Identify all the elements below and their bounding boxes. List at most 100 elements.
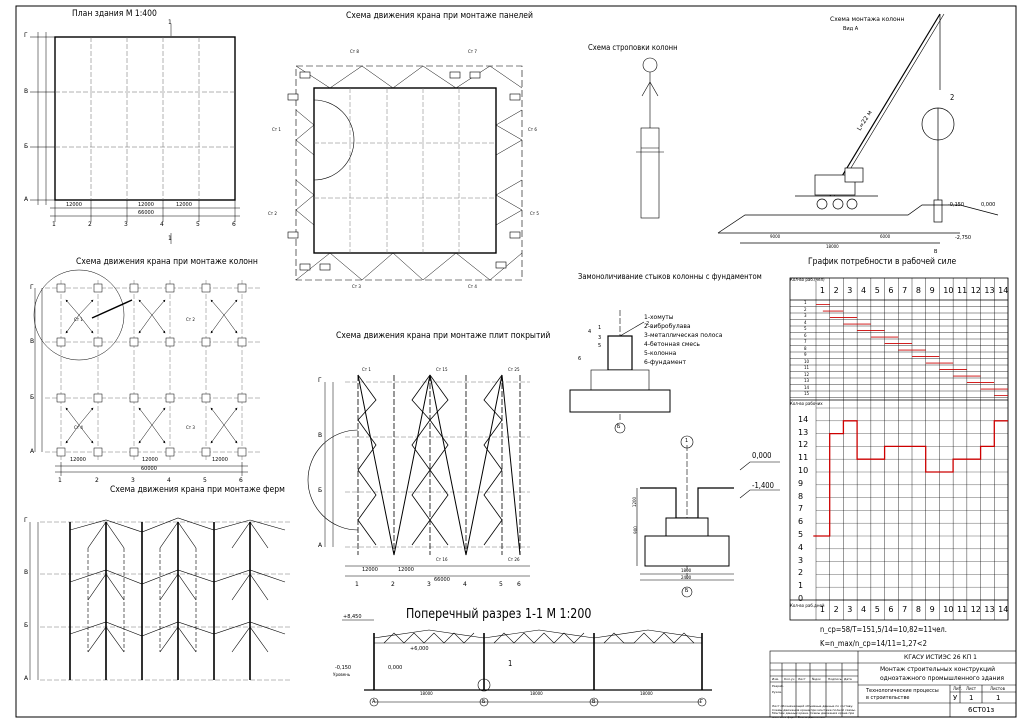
crane-station: Ст 4 (468, 284, 477, 289)
labor-task-row: 6 (804, 332, 807, 338)
title-block-sheets: 1 (996, 694, 1001, 702)
title-block-header: Лист (798, 677, 806, 681)
labor-day-header: 13 (984, 286, 995, 295)
title-block-sheet-label: Лист (966, 686, 977, 691)
trusses-crane-scheme (29, 517, 290, 681)
elev-top-section: +8,450 (343, 614, 362, 620)
labor-task-row: 14 (804, 384, 810, 390)
labor-task-row: 11 (804, 365, 810, 370)
axis-label-a: А (318, 542, 323, 549)
labor-day-header: 12 (970, 286, 981, 295)
axis-label-6: 6 (232, 221, 236, 228)
labor-task-row: 1 (804, 300, 807, 305)
labor-task-row: 12 (804, 371, 810, 377)
labor-day-header: 10 (943, 286, 954, 295)
column-install-title: Схема монтажа колонн (830, 16, 905, 23)
labor-formula-2: K=n_max/n_ср=14/11=1,27<2 (820, 639, 927, 648)
title-block-line2: одноэтажного промышленного здания (880, 675, 1004, 682)
axis-label-2: 2 (95, 477, 99, 484)
dim-span: 12000 (70, 457, 86, 463)
labor-day-footer: 9 (929, 605, 935, 614)
axis-label-6: 6 (517, 581, 521, 588)
labor-scale-label: 0 (798, 594, 804, 603)
axis-label-5: 5 (499, 581, 503, 588)
labor-task-row: 8 (804, 345, 807, 351)
axis-label-v: В (24, 569, 29, 576)
title-block-header: Кол.уч (784, 677, 795, 681)
grouting-callout: 6 (578, 356, 582, 362)
axis-label-g: Г (318, 377, 322, 384)
grouting-axis: Б (617, 424, 621, 430)
crane-station: Ст 3 (186, 425, 195, 430)
labor-scale-label: 6 (798, 517, 804, 527)
dim-6000: 6000 (880, 234, 891, 239)
labor-day-footer: 5 (874, 605, 880, 614)
elev-0000-section: 0,000 (388, 665, 403, 671)
labor-scale-label: 4 (798, 542, 804, 552)
grouting-callout: 2 (646, 321, 650, 327)
building-plan (30, 24, 240, 244)
title-block-course2: в строительстве (866, 695, 910, 701)
section-dim: 18000 (530, 691, 543, 696)
labor-task-row: 13 (804, 378, 810, 383)
title-block-role1: Разраб. (772, 684, 784, 688)
labor-scale-label: 12 (798, 440, 809, 450)
axis-label-a: А (30, 448, 35, 455)
labor-scale-label: 10 (798, 466, 809, 475)
slinging-title: Схема строповки колонн (588, 43, 678, 52)
crane-station: Ст 6 (528, 127, 537, 132)
labor-day-header: 4 (861, 286, 867, 295)
legend-item: 1-хомуты (644, 314, 674, 321)
axis-label-g: Г (30, 284, 34, 291)
legend-item: 2-вибробулава (644, 323, 691, 330)
labor-line (813, 420, 1008, 537)
labor-task-row: 9 (804, 352, 807, 357)
title-block-sheet: 1 (969, 694, 974, 702)
labor-task-row: 3 (804, 313, 807, 318)
labor-scale-label: 5 (798, 530, 804, 539)
labor-scale-label: 2 (798, 568, 804, 578)
labor-day-header: 2 (833, 286, 839, 295)
foundation-cut: 1 (685, 438, 689, 444)
labor-scale-label: 7 (798, 504, 804, 514)
dim-18000: 18000 (826, 244, 839, 249)
title-block-note: Лист обозначающий объемные данные по сос… (772, 704, 856, 719)
column-install-callout: 2 (950, 93, 955, 102)
crane-station: Ст 4 (74, 425, 83, 430)
grouting-callout: 3 (598, 335, 602, 341)
labor-scale-label: 1 (798, 581, 804, 591)
grouting-callout: 5 (598, 343, 602, 349)
axis-label-3: 3 (131, 477, 135, 484)
trusses-title: Схема движения крана при монтаже ферм (110, 485, 285, 495)
dim-span: 12000 (398, 567, 414, 573)
section-dim: 18000 (420, 691, 433, 696)
plan-cut-mark: 1 (168, 19, 172, 26)
plan-title: План здания М 1:400 (72, 9, 157, 19)
section-dim: 18000 (640, 691, 653, 696)
axis-label-v: В (30, 338, 35, 345)
legend-item: 3-металлическая полоса (644, 332, 723, 339)
axis-label-1: 1 (52, 221, 56, 228)
elev-bottom: -1,400 (752, 481, 774, 490)
foundation-detail (636, 435, 780, 598)
elev-6000: +6,000 (410, 646, 429, 652)
dim-2400: 2400 (681, 575, 692, 580)
axis-label-5: 5 (196, 221, 200, 228)
labor-task-row: 5 (804, 326, 807, 331)
labor-day-footer: 14 (998, 605, 1009, 614)
axis-label-3: 3 (124, 221, 128, 228)
labor-scale-label: 9 (798, 478, 804, 488)
crane-station: Ст 25 (508, 367, 520, 372)
title-block-header: Дата (844, 677, 852, 681)
sheet-frame (15, 5, 1017, 718)
section-axis: Г (700, 699, 704, 705)
labor-day-footer: 8 (915, 605, 921, 614)
axis-label-g: Г (24, 32, 28, 39)
axis-label-a: А (24, 675, 29, 682)
cross-section (342, 619, 712, 707)
labor-day-footer: 13 (984, 605, 995, 614)
labor-scale-label: 3 (798, 555, 804, 565)
labor-day-header: 7 (902, 286, 908, 295)
dim-900: 900 (632, 526, 638, 534)
